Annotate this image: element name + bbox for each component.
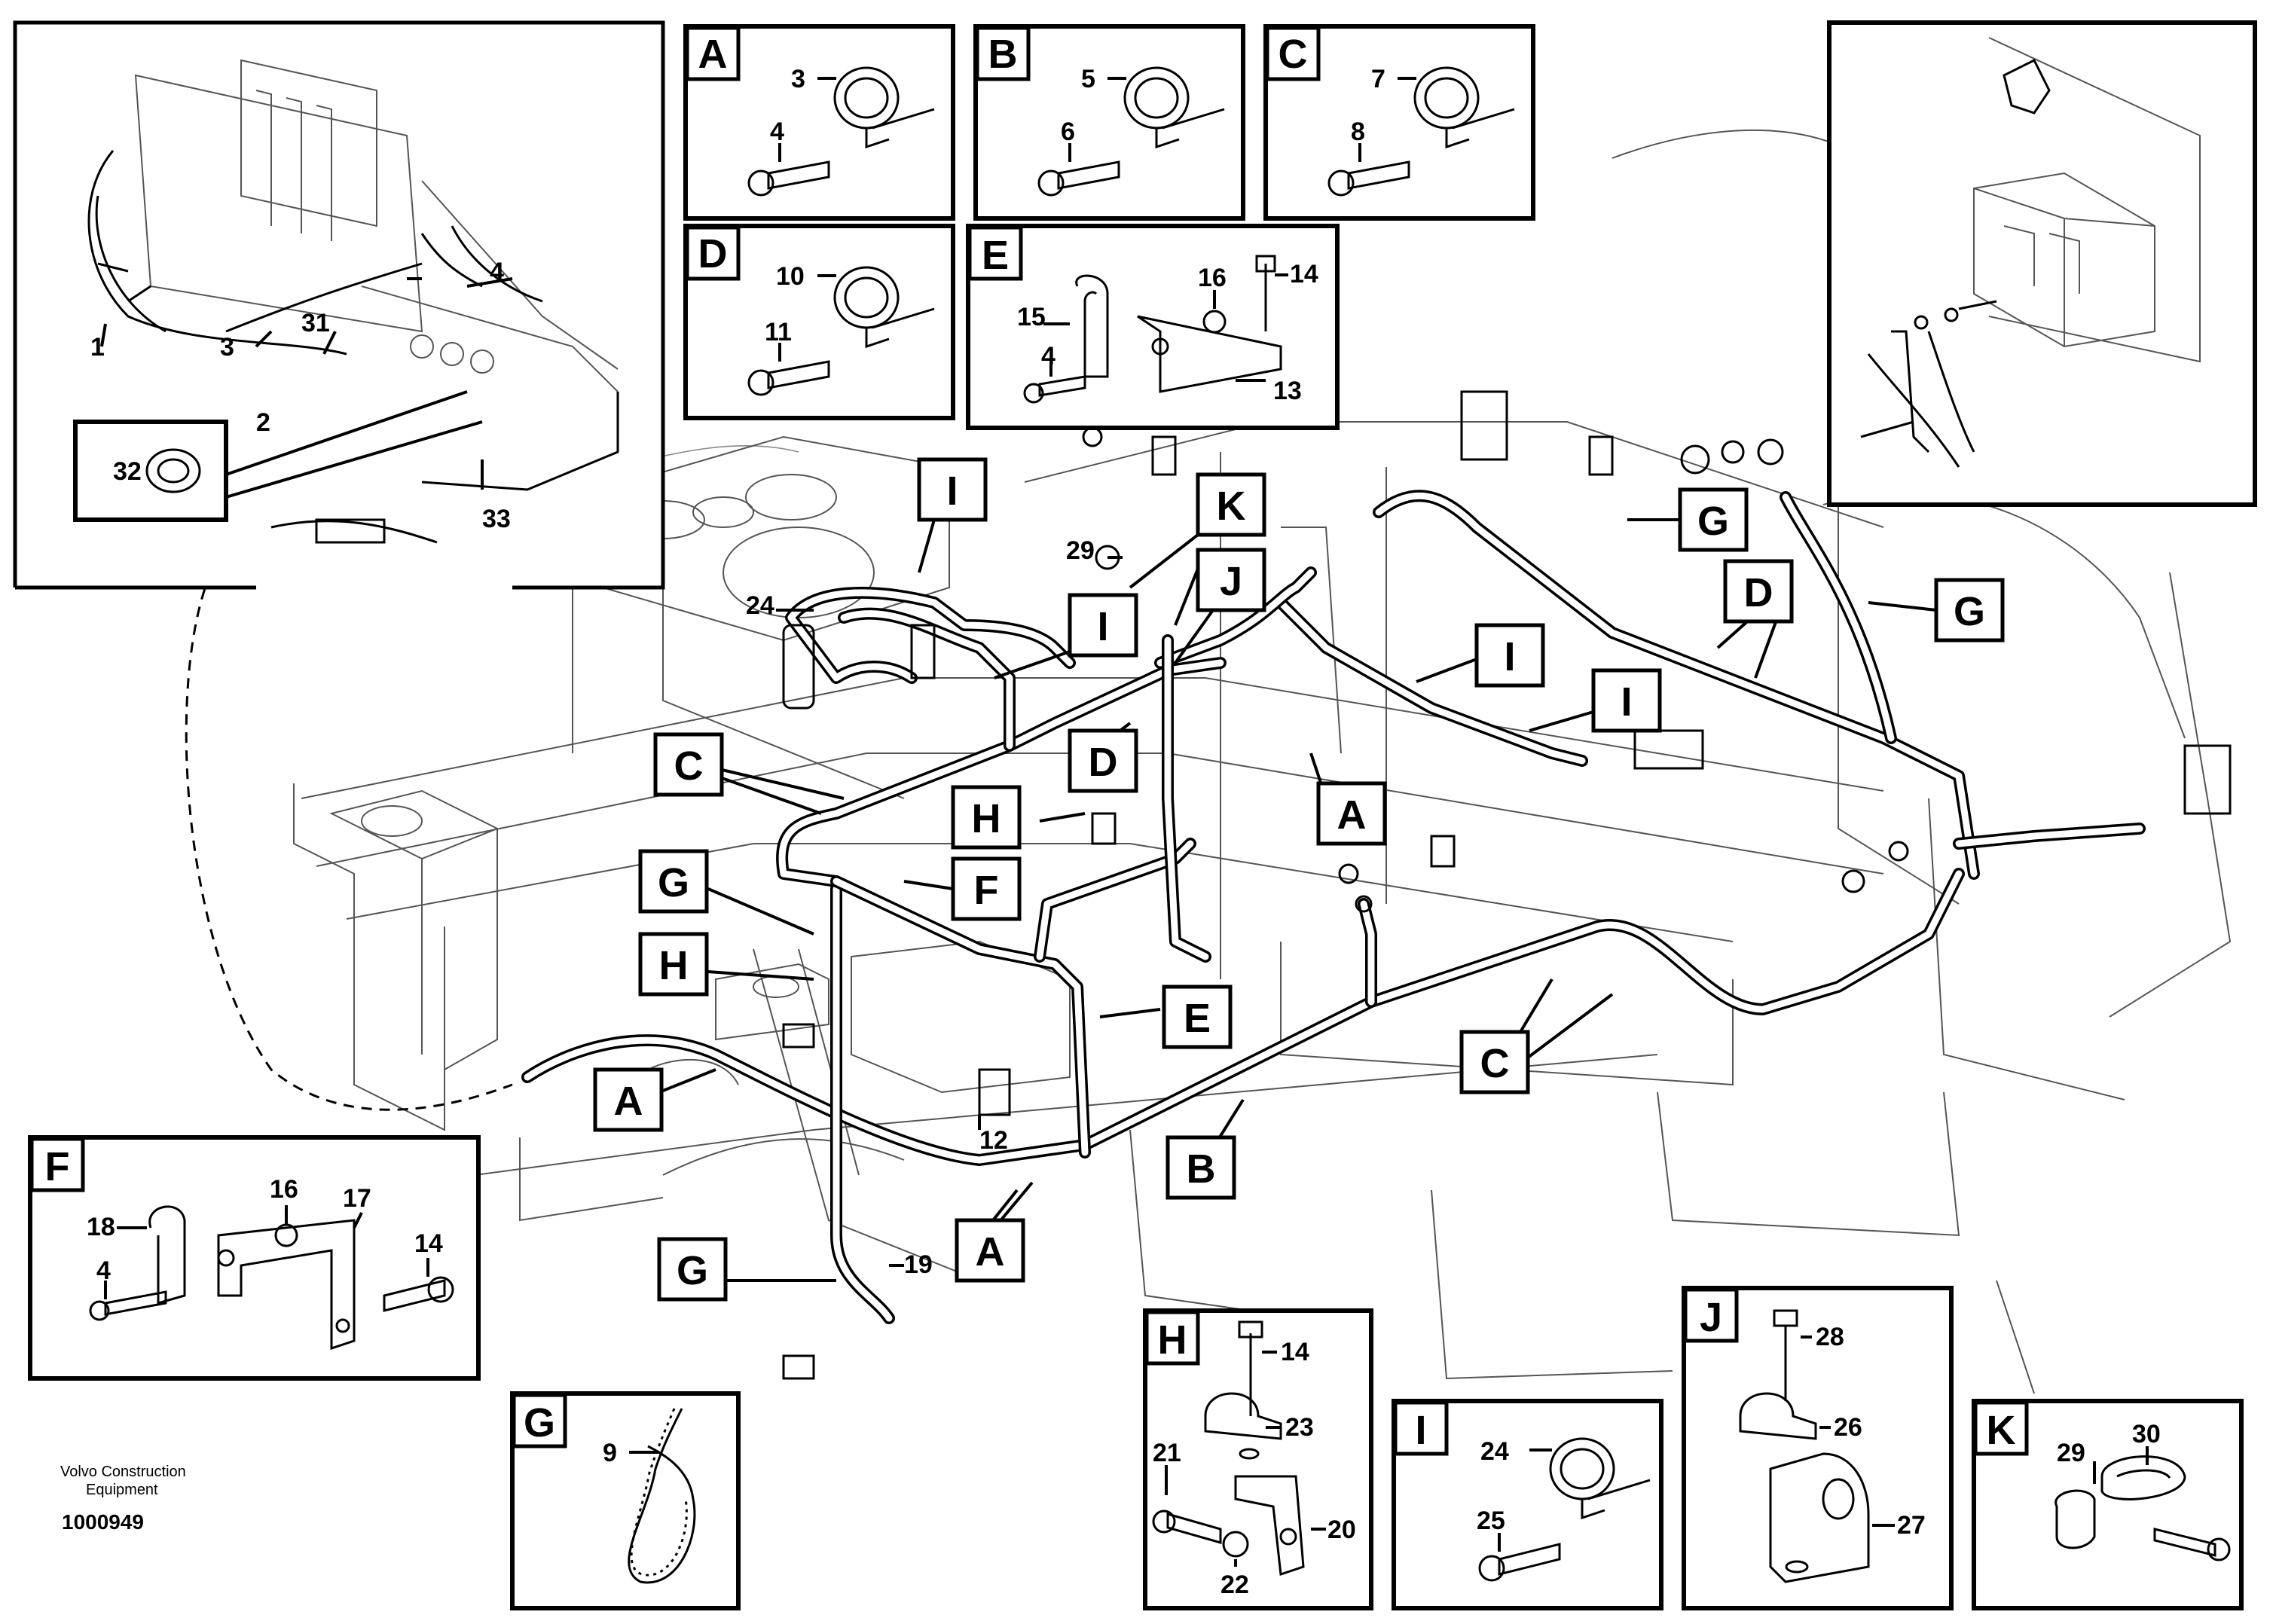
detail-box-I-letter: I xyxy=(1415,1408,1426,1453)
detail-box-D: D 10 11 xyxy=(683,224,955,420)
detail-box-B-num-5: 5 xyxy=(1081,65,1095,93)
detail-box-E: E 15 16 14 4 13 xyxy=(966,224,1340,430)
detail-box-F-num-18: 18 xyxy=(87,1213,115,1241)
callout-I-4: I xyxy=(1621,679,1632,725)
detail-box-D-letter: D xyxy=(698,231,728,276)
detail-box-H-num-21: 21 xyxy=(1153,1439,1181,1467)
callout-G-3: G xyxy=(658,860,689,905)
detail-box-H-letter: H xyxy=(1158,1317,1187,1363)
detail-box-A-letter: A xyxy=(698,32,728,77)
detail-box-C-num-7: 7 xyxy=(1371,65,1385,93)
inset-num-33: 33 xyxy=(482,505,511,533)
detail-box-J: J 28 26 27 xyxy=(1682,1286,1954,1610)
detail-box-E-num-14: 14 xyxy=(1290,260,1318,288)
detail-box-I-num-25: 25 xyxy=(1477,1506,1505,1535)
detail-box-G-letter: G xyxy=(524,1400,555,1445)
detail-box-E-num-4: 4 xyxy=(1041,342,1056,371)
inset-num-3: 3 xyxy=(220,333,234,362)
callout-B: B xyxy=(1187,1146,1216,1192)
detail-box-H-num-23: 23 xyxy=(1285,1413,1314,1442)
callout-num-19: 19 xyxy=(904,1250,933,1279)
detail-box-I-num-24: 24 xyxy=(1480,1437,1509,1466)
detail-box-G-num-9: 9 xyxy=(603,1439,617,1467)
detail-box-F-letter: F xyxy=(45,1144,70,1189)
detail-box-J-num-28: 28 xyxy=(1816,1323,1844,1351)
callout-D-2: D xyxy=(1089,740,1118,785)
callout-num-29: 29 xyxy=(1066,536,1095,565)
machine-frame-outline xyxy=(185,129,2232,1394)
detail-box-F-num-14: 14 xyxy=(414,1229,443,1258)
detail-box-K: K 29 30 xyxy=(1972,1399,2244,1610)
topright-detail-inset xyxy=(1827,20,2257,507)
callout-A-2: A xyxy=(614,1079,643,1124)
detail-box-F: F 18 16 17 14 4 xyxy=(28,1135,481,1381)
detail-box-J-letter: J xyxy=(1700,1295,1722,1340)
detail-box-D-num-11: 11 xyxy=(765,318,792,346)
inset-num-2: 2 xyxy=(256,408,270,437)
inset-num-31: 31 xyxy=(301,309,330,337)
callout-D-1: D xyxy=(1744,570,1773,615)
detail-box-J-num-27: 27 xyxy=(1897,1511,1926,1540)
detail-box-E-num-16: 16 xyxy=(1198,264,1227,292)
detail-box-A-num-3: 3 xyxy=(791,65,805,93)
detail-box-F-num-4: 4 xyxy=(96,1256,111,1285)
callout-G-4: G xyxy=(677,1248,708,1293)
detail-box-H-num-22: 22 xyxy=(1220,1571,1249,1599)
detail-box-E-num-15: 15 xyxy=(1017,303,1046,331)
detail-box-A: A 3 4 xyxy=(683,24,955,221)
brand-line-1: Volvo Construction xyxy=(60,1464,186,1480)
detail-box-J-num-26: 26 xyxy=(1834,1413,1862,1442)
detail-box-B-letter: B xyxy=(988,32,1018,77)
callout-I-1: I xyxy=(946,469,958,514)
inset-num-4: 4 xyxy=(490,258,504,286)
detail-box-A-num-4: 4 xyxy=(770,118,784,146)
detail-box-K-num-29: 29 xyxy=(2057,1439,2085,1467)
callout-I-3: I xyxy=(1504,634,1515,679)
detail-box-C-num-8: 8 xyxy=(1351,118,1365,146)
topleft-detail-inset: 4 31 1 3 2 32 33 xyxy=(13,20,665,590)
callout-H-2: H xyxy=(659,943,689,988)
brand-line-2: Equipment xyxy=(86,1482,158,1498)
detail-box-H-num-14: 14 xyxy=(1281,1338,1309,1366)
inset-num-32: 32 xyxy=(113,457,142,486)
callout-A-1: A xyxy=(1337,792,1367,838)
callout-num-12: 12 xyxy=(979,1126,1008,1155)
inset-num-1: 1 xyxy=(90,333,105,362)
detail-box-G: G 9 xyxy=(510,1391,741,1610)
callout-C-2: C xyxy=(1480,1041,1510,1086)
detail-box-E-num-13: 13 xyxy=(1273,377,1302,405)
detail-box-E-letter: E xyxy=(982,233,1009,278)
callout-A-3: A xyxy=(976,1229,1005,1274)
callout-J: J xyxy=(1220,559,1242,604)
callout-C-1: C xyxy=(674,743,704,789)
callout-F: F xyxy=(974,868,999,913)
callout-num-24: 24 xyxy=(746,591,774,620)
detail-box-K-num-30: 30 xyxy=(2132,1420,2161,1448)
detail-box-B-num-6: 6 xyxy=(1061,118,1075,146)
detail-box-K-letter: K xyxy=(1987,1408,2016,1453)
detail-box-F-num-16: 16 xyxy=(270,1175,298,1204)
callout-G-2: G xyxy=(1954,589,1985,634)
detail-box-H: H 14 23 21 20 22 xyxy=(1143,1308,1373,1610)
callout-K: K xyxy=(1217,484,1246,529)
detail-box-B: B 5 6 xyxy=(973,24,1245,221)
reference-number: 1000949 xyxy=(62,1510,144,1534)
callout-G-1: G xyxy=(1697,499,1729,544)
detail-box-I: I 24 25 xyxy=(1392,1399,1663,1610)
detail-box-C-letter: C xyxy=(1279,32,1308,77)
detail-box-C: C 7 8 xyxy=(1263,24,1535,221)
hose-components xyxy=(782,390,2232,1380)
callout-E: E xyxy=(1184,996,1211,1041)
main-callouts: I K J I I I G D G C D H A G F H E C A xyxy=(593,457,2005,1302)
callout-H-1: H xyxy=(972,796,1001,841)
hose-routing xyxy=(521,490,2146,1324)
detail-box-D-num-10: 10 xyxy=(776,262,805,291)
callout-I-2: I xyxy=(1097,604,1108,649)
detail-box-F-num-17: 17 xyxy=(343,1184,371,1213)
detail-box-H-num-20: 20 xyxy=(1327,1516,1356,1544)
footer: Volvo Construction Equipment 1000949 xyxy=(60,1464,186,1534)
